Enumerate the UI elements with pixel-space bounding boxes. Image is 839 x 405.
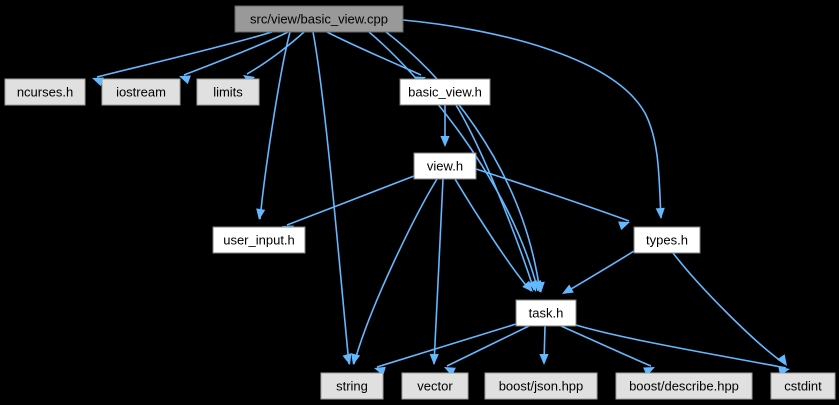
arrowhead-root-iostream (179, 75, 191, 85)
arrowhead-view-string (351, 353, 361, 365)
arrowhead-task-json (539, 354, 549, 365)
graph-node-root[interactable]: src/view/basic_view.cpp (234, 5, 404, 33)
graph-node-describe[interactable]: boost/describe.hpp (615, 372, 753, 400)
graph-node-task[interactable]: task.h (515, 299, 577, 327)
graph-node-view[interactable]: view.h (413, 152, 477, 180)
node-box-root[interactable] (234, 5, 404, 33)
arrowhead-root-json (535, 281, 545, 293)
node-box-task[interactable] (515, 299, 577, 327)
node-box-limits[interactable] (196, 78, 260, 106)
edge-view-to-userinput (286, 175, 415, 226)
arrowhead-view-types (618, 221, 630, 231)
edge-task-to-string (376, 323, 517, 368)
graph-node-json[interactable]: boost/json.hpp (484, 372, 598, 400)
arrowhead-types-task (562, 284, 574, 294)
graph-node-cstdint[interactable]: cstdint (770, 372, 836, 400)
graph-node-userinput[interactable]: user_input.h (212, 226, 306, 254)
edge-root-to-ncurses (96, 31, 273, 78)
arrowhead-root-types (655, 207, 665, 219)
node-box-string[interactable] (320, 372, 384, 400)
edge-root-to-iostream (183, 31, 289, 76)
arrowhead-view-task (522, 280, 533, 292)
arrowhead-root-userinput (256, 208, 266, 220)
edges-layer (96, 19, 787, 369)
edge-types-to-cstdint (672, 252, 786, 365)
arrowhead-basicview-task (528, 280, 537, 292)
edge-root-to-limits (246, 31, 305, 75)
node-box-types[interactable] (633, 226, 701, 254)
graph-node-limits[interactable]: limits (196, 78, 260, 106)
edge-root-to-types (402, 19, 662, 219)
nodes-layer: src/view/basic_view.cpp ncurses.h iostream… (4, 5, 836, 400)
graph-node-string[interactable]: string (320, 372, 384, 400)
edge-task-to-cstdint (575, 324, 787, 369)
node-box-iostream[interactable] (101, 78, 181, 106)
graph-node-types[interactable]: types.h (633, 226, 701, 254)
edge-view-to-task (454, 178, 532, 292)
arrowhead-root-ncurses (92, 77, 104, 87)
node-box-basicview[interactable] (399, 78, 491, 106)
node-box-userinput[interactable] (212, 226, 306, 254)
arrowhead-basicview-view (440, 136, 450, 147)
graph-node-vector[interactable]: vector (401, 372, 469, 400)
edge-view-to-vector (433, 178, 444, 365)
arrowhead-root-string (342, 353, 352, 365)
edge-types-to-task (565, 250, 635, 293)
node-box-cstdint[interactable] (770, 372, 836, 400)
graph-node-basicview[interactable]: basic_view.h (399, 78, 491, 106)
edge-view-to-string (353, 178, 438, 365)
node-box-ncurses[interactable] (4, 78, 86, 106)
edge-view-to-types (475, 168, 630, 222)
graph-node-ncurses[interactable]: ncurses.h (4, 78, 86, 106)
edge-task-to-describe (560, 325, 652, 367)
node-box-json[interactable] (484, 372, 598, 400)
node-box-view[interactable] (413, 152, 477, 180)
graph-node-iostream[interactable]: iostream (101, 78, 181, 106)
node-box-describe[interactable] (615, 372, 753, 400)
node-box-vector[interactable] (401, 372, 469, 400)
arrowhead-view-vector (429, 353, 439, 365)
edge-root-to-userinput (259, 31, 291, 220)
edge-root-to-basicview (326, 31, 422, 76)
edge-basicview-to-task (455, 104, 535, 291)
edge-root-to-json (385, 31, 541, 293)
edge-task-to-vector (446, 325, 530, 367)
edge-root-to-string (312, 31, 350, 365)
arrowhead-types-cstdint (777, 354, 787, 366)
edge-root-to-task (368, 31, 539, 292)
